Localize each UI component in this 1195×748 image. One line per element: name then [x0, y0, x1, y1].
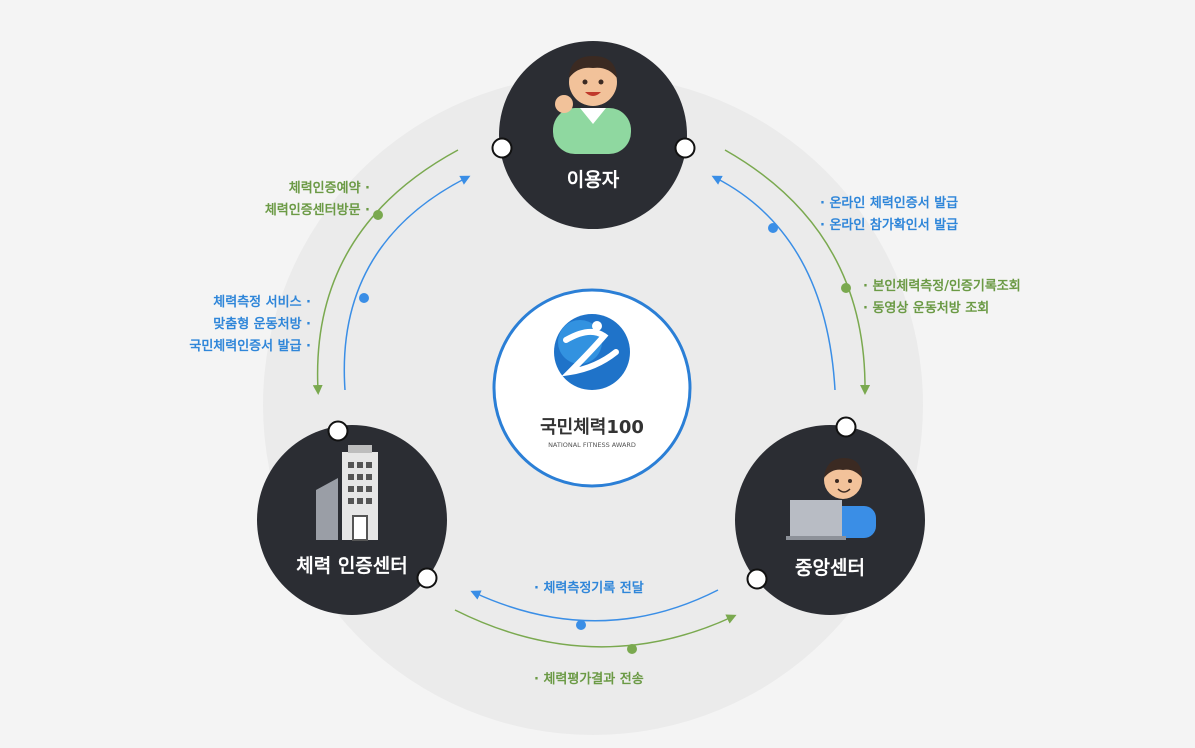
flow-label: 체력인증센터방문 · — [265, 200, 370, 222]
connector — [329, 422, 348, 441]
flow-label: 체력측정 서비스 · — [189, 292, 311, 314]
flow-label: · 체력평가결과 전송 — [534, 669, 644, 691]
logo-badge: 국민체력100 NATIONAL FITNESS AWARD — [494, 290, 690, 486]
node-central-label: 중앙센터 — [795, 557, 865, 579]
flow-label: · 본인체력측정/인증기록조회 — [863, 276, 1021, 298]
flow-dot — [841, 283, 851, 293]
flow-label: 국민체력인증서 발급 · — [189, 336, 311, 358]
flow-label: 맞춤형 운동처방 · — [189, 314, 311, 336]
flow-dot — [373, 210, 383, 220]
label-group-user-to-central: · 본인체력측정/인증기록조회 · 동영상 운동처방 조회 — [863, 276, 1021, 320]
flow-label: · 동영상 운동처방 조회 — [863, 298, 1021, 320]
logo-subtitle: NATIONAL FITNESS AWARD — [548, 441, 636, 449]
flow-label: · 온라인 참가확인서 발급 — [820, 215, 958, 237]
node-center-label: 체력 인증센터 — [296, 555, 408, 577]
label-group-bottom-blue: · 체력측정기록 전달 — [534, 578, 644, 600]
flow-dot — [576, 620, 586, 630]
flow-dot — [768, 223, 778, 233]
connector — [748, 570, 767, 589]
label-group-user-to-center: 체력측정 서비스 · 맞춤형 운동처방 · 국민체력인증서 발급 · — [189, 292, 311, 358]
label-group-central-to-user: · 온라인 체력인증서 발급 · 온라인 참가확인서 발급 — [820, 193, 958, 237]
label-group-bottom-green: · 체력평가결과 전송 — [534, 669, 644, 691]
connector — [837, 418, 856, 437]
node-user-label: 이용자 — [567, 169, 620, 191]
label-group-center-to-user: 체력인증예약 · 체력인증센터방문 · — [265, 178, 370, 222]
logo-title: 국민체력100 — [540, 417, 644, 438]
connector — [676, 139, 695, 158]
flow-dot — [359, 293, 369, 303]
flow-label: · 온라인 체력인증서 발급 — [820, 193, 958, 215]
connector — [493, 139, 512, 158]
flow-dot — [627, 644, 637, 654]
flow-label: 체력인증예약 · — [265, 178, 370, 200]
connector — [418, 569, 437, 588]
flow-label: · 체력측정기록 전달 — [534, 578, 644, 600]
